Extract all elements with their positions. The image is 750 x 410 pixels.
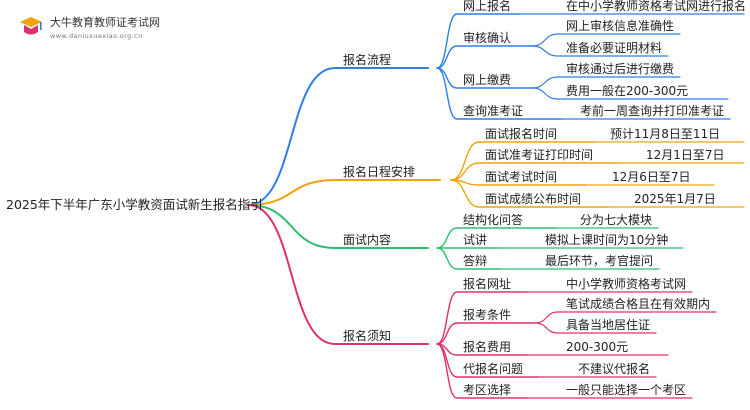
sub-topic-edge xyxy=(436,227,556,249)
sub-topic-edge xyxy=(450,162,619,181)
detail-text: 准备必要证明材料 xyxy=(566,41,663,55)
detail-edge xyxy=(531,33,681,47)
detail-text: 考前一周查询并打印准考证 xyxy=(580,104,725,118)
detail-edge xyxy=(534,311,717,324)
branch-edge xyxy=(247,179,441,206)
sub-topic-label: 报名费用 xyxy=(463,340,512,354)
detail-text: 分为七大模块 xyxy=(580,213,653,227)
sub-topic-label: 面试成绩公布时间 xyxy=(485,192,582,206)
sub-topic-label: 网上缴费 xyxy=(463,73,512,87)
detail-text: 预计11月8日至11日 xyxy=(610,127,721,141)
detail-text: 12月1日至7日 xyxy=(646,148,725,162)
sub-topic-label: 代报名问题 xyxy=(463,362,524,376)
detail-text: 200-300元 xyxy=(566,340,629,354)
detail-text: 12月6日至7日 xyxy=(612,170,691,184)
branch-label: 报名流程 xyxy=(343,53,392,67)
sub-topic-edge xyxy=(450,179,609,208)
branch-edge xyxy=(247,204,429,345)
detail-text: 中小学教师资格考试网 xyxy=(566,277,687,291)
branch-edge xyxy=(247,204,429,249)
sub-topic-label: 面试报名时间 xyxy=(485,127,558,141)
brand-url: www.daniuxuexiao.org.cn xyxy=(50,32,143,40)
detail-text: 在中小学教师资格考试网进行报名 xyxy=(566,0,747,13)
brand-logo: 大牛教育教师证考试网 www.daniuxuexiao.org.cn xyxy=(14,6,164,46)
detail-text: 不建议代报名 xyxy=(578,362,651,376)
sub-topic-label: 网上报名 xyxy=(463,0,512,13)
sub-topic-label: 审核确认 xyxy=(463,31,512,45)
detail-text: 一般只能选择一个考区 xyxy=(566,383,687,397)
detail-text: 审核通过后进行缴费 xyxy=(566,62,675,76)
sub-topic-edge xyxy=(436,343,528,399)
sub-topic-label: 查询准考证 xyxy=(463,104,524,118)
sub-topic-edge xyxy=(436,45,533,69)
detail-text: 费用一般在200-300元 xyxy=(566,84,689,98)
detail-text: 笔试成绩合格且在有效期内 xyxy=(566,297,711,311)
brand-name: 大牛教育教师证考试网 xyxy=(50,16,160,29)
graduation-book-icon xyxy=(20,17,42,35)
sub-topic-label: 面试考试时间 xyxy=(485,170,558,184)
root-topic: 2025年下半年广东小学教资面试新生报名指引 xyxy=(6,197,263,212)
branch-label: 报名须知 xyxy=(343,329,392,343)
branch-edge xyxy=(247,67,429,206)
detail-text: 最后环节，考官提问 xyxy=(545,254,654,268)
detail-edge xyxy=(531,45,669,57)
sub-topic-label: 试讲 xyxy=(463,233,488,247)
branch-label: 面试内容 xyxy=(343,233,392,247)
detail-edge xyxy=(531,87,729,100)
sub-topic-label: 报名网址 xyxy=(463,277,512,291)
detail-text: 网上审核信息准确性 xyxy=(566,19,675,33)
sub-topic-edge xyxy=(436,322,536,345)
detail-edge xyxy=(531,76,681,89)
sub-topic-edge xyxy=(436,67,563,120)
sub-topic-label: 面试准考证打印时间 xyxy=(485,148,594,162)
sub-topic-label: 报考条件 xyxy=(463,308,512,322)
sub-topic-edge xyxy=(436,247,501,270)
detail-edge xyxy=(534,322,657,334)
sub-topic-label: 考区选择 xyxy=(463,383,512,397)
sub-topic-label: 结构化问答 xyxy=(463,213,524,227)
sub-topic-label: 答辩 xyxy=(463,254,488,268)
branch-label: 报名日程安排 xyxy=(343,165,416,179)
sub-topic-edge xyxy=(436,13,521,69)
detail-text: 模拟上课时间为10分钟 xyxy=(545,233,669,247)
sub-topic-edge xyxy=(436,291,528,345)
detail-text: 2025年1月7日 xyxy=(634,192,716,206)
detail-text: 具备当地居住证 xyxy=(566,318,651,332)
